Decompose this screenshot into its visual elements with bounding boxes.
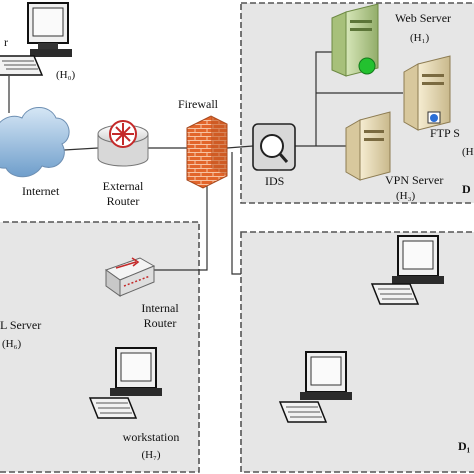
workstation-computer-icon [88, 347, 162, 419]
workstation-host-id: (H₇) [141, 449, 160, 461]
network-links [8, 51, 403, 275]
attacker-computer-icon [0, 2, 72, 76]
external-router-label-line1: External [103, 179, 144, 193]
ftp-server-host-id: (H [462, 146, 474, 158]
web-server-label: Web Server [395, 11, 451, 25]
internet-label: Internet [22, 184, 60, 198]
internet-cloud-icon [0, 107, 70, 178]
ftp-server-icon [403, 55, 451, 131]
link-firewall-d1 [231, 152, 241, 275]
web-server-icon [331, 3, 379, 77]
firewall-label: Firewall [178, 97, 219, 111]
attacker-label: r [4, 35, 8, 49]
link-firewall-ids [226, 145, 254, 149]
vpn-server-host-id: (H₃) [396, 190, 415, 202]
d1-zone-label: D₁ [458, 439, 471, 453]
link-internet-router [63, 147, 99, 151]
internal-zone [0, 221, 200, 473]
ids-label: IDS [265, 174, 284, 188]
firewall-icon [186, 115, 228, 189]
d1-computer-a-icon [370, 235, 444, 305]
internal-router-label-line2: Router [144, 316, 177, 330]
link-bus-web [315, 51, 332, 146]
d1-zone [240, 231, 474, 473]
link-firewall-internal [154, 180, 208, 271]
mail-server-label: L Server [0, 318, 41, 332]
ids-icon [252, 123, 296, 171]
d1-computer-b-icon [278, 351, 352, 423]
vpn-server-label: VPN Server [385, 173, 443, 187]
attacker-host-id: (H₀) [56, 69, 75, 81]
external-router-label-line2: Router [107, 194, 140, 208]
workstation-label: workstation [123, 430, 180, 444]
external-router-icon [97, 120, 149, 167]
vpn-server-icon [345, 111, 391, 181]
internal-router-label-line1: Internal [141, 301, 179, 315]
internal-router-icon [104, 257, 156, 297]
mail-server-host-id: (H₆) [2, 338, 21, 350]
web-server-host-id: (H₁) [410, 32, 429, 44]
ftp-server-label: FTP S [430, 126, 460, 140]
dmz-zone-label: D [462, 182, 471, 196]
